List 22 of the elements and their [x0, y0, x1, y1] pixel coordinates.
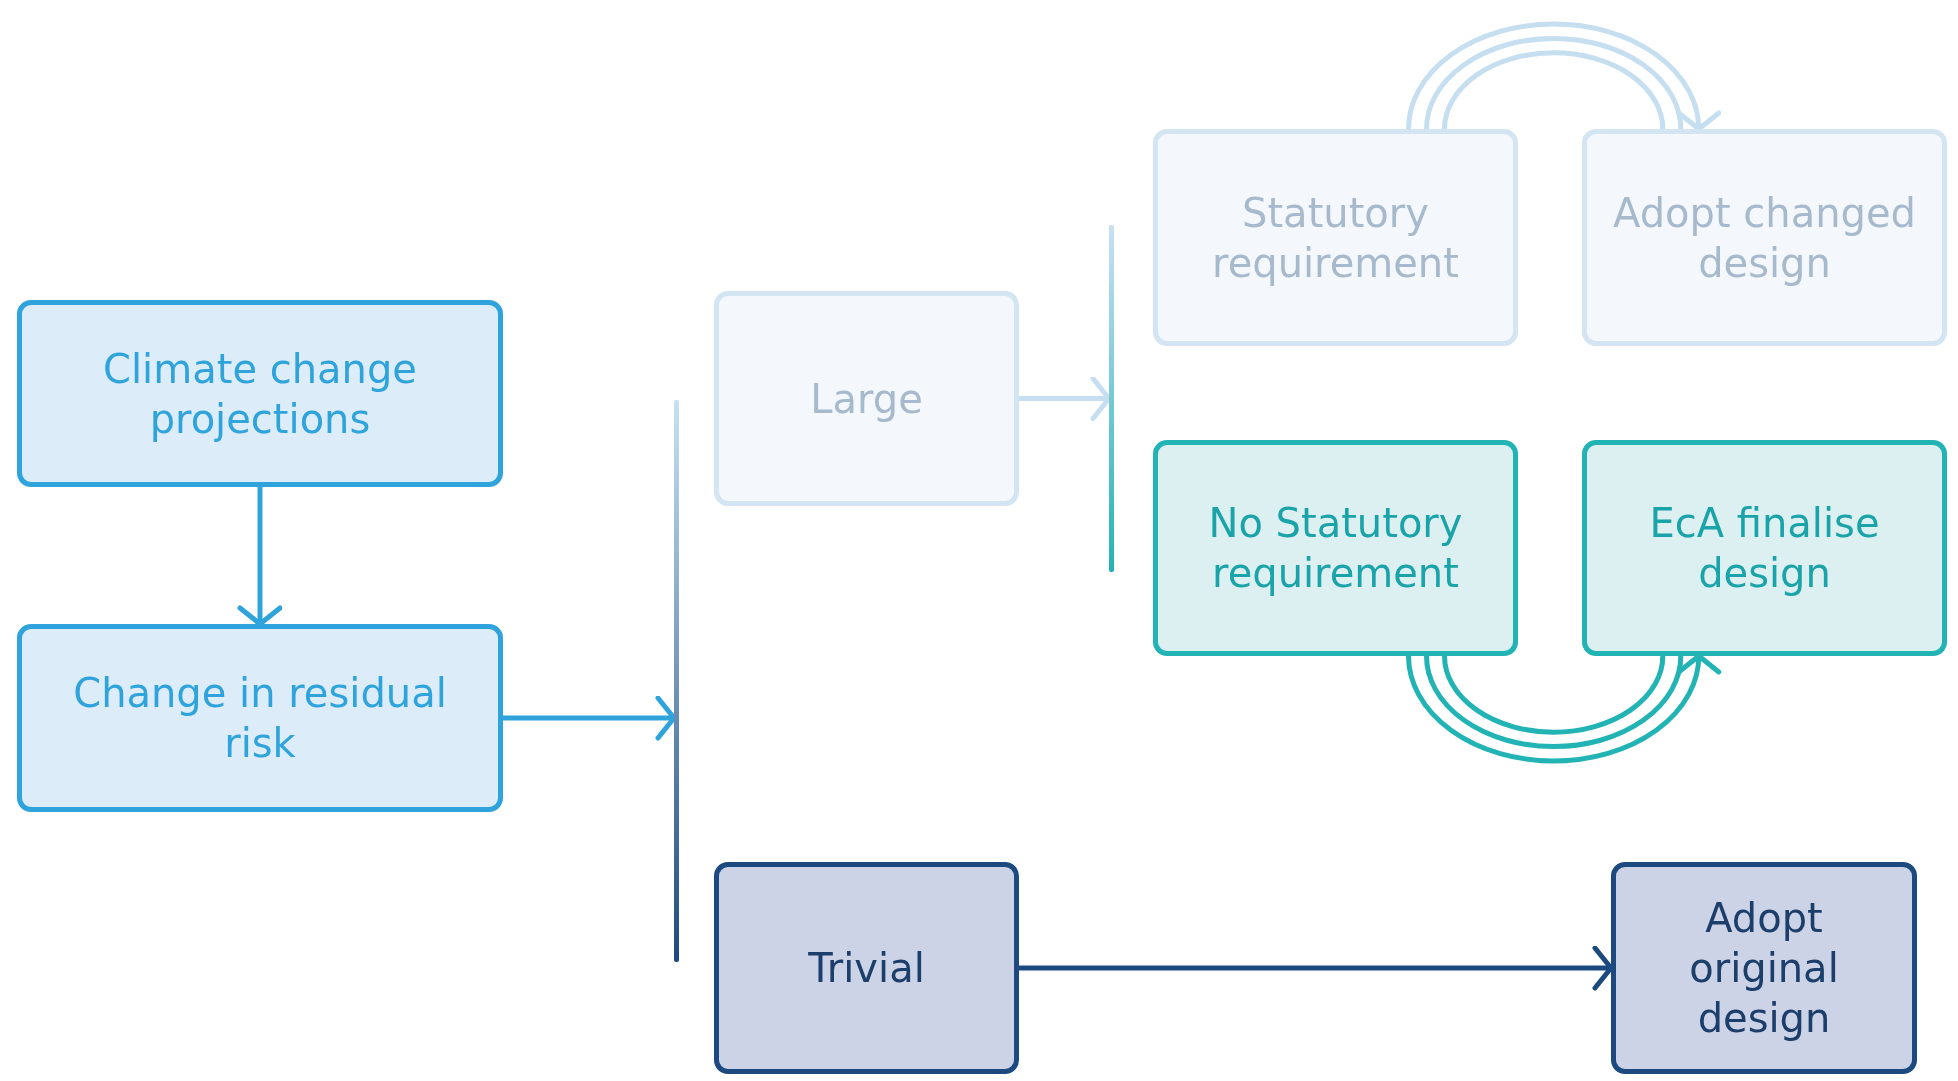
process-box	[17, 624, 503, 812]
box-label: EcA finalise design	[1648, 499, 1881, 598]
bracket-line	[674, 400, 679, 962]
bracket-line	[1109, 225, 1114, 572]
process-box	[1611, 862, 1917, 1074]
process-box	[1153, 129, 1518, 346]
process-box	[1582, 129, 1947, 346]
box-label: Adopt changed design	[1612, 188, 1917, 288]
arrow	[1019, 376, 1112, 421]
box-label: Climate change projections	[102, 344, 418, 444]
process-box	[1582, 440, 1947, 656]
box-label: Statutory requirement	[1211, 188, 1460, 288]
arrow	[503, 695, 677, 741]
box-label: Trivial	[808, 944, 925, 993]
box-label: Adopt original design	[1688, 894, 1840, 1043]
process-box	[17, 300, 503, 487]
process-box	[714, 862, 1019, 1074]
box-label: Large	[810, 374, 923, 424]
process-box	[714, 291, 1019, 506]
box-label: No Statutory requirement	[1207, 499, 1464, 598]
process-box	[1153, 440, 1518, 656]
box-label: Change in residual risk	[72, 669, 448, 768]
